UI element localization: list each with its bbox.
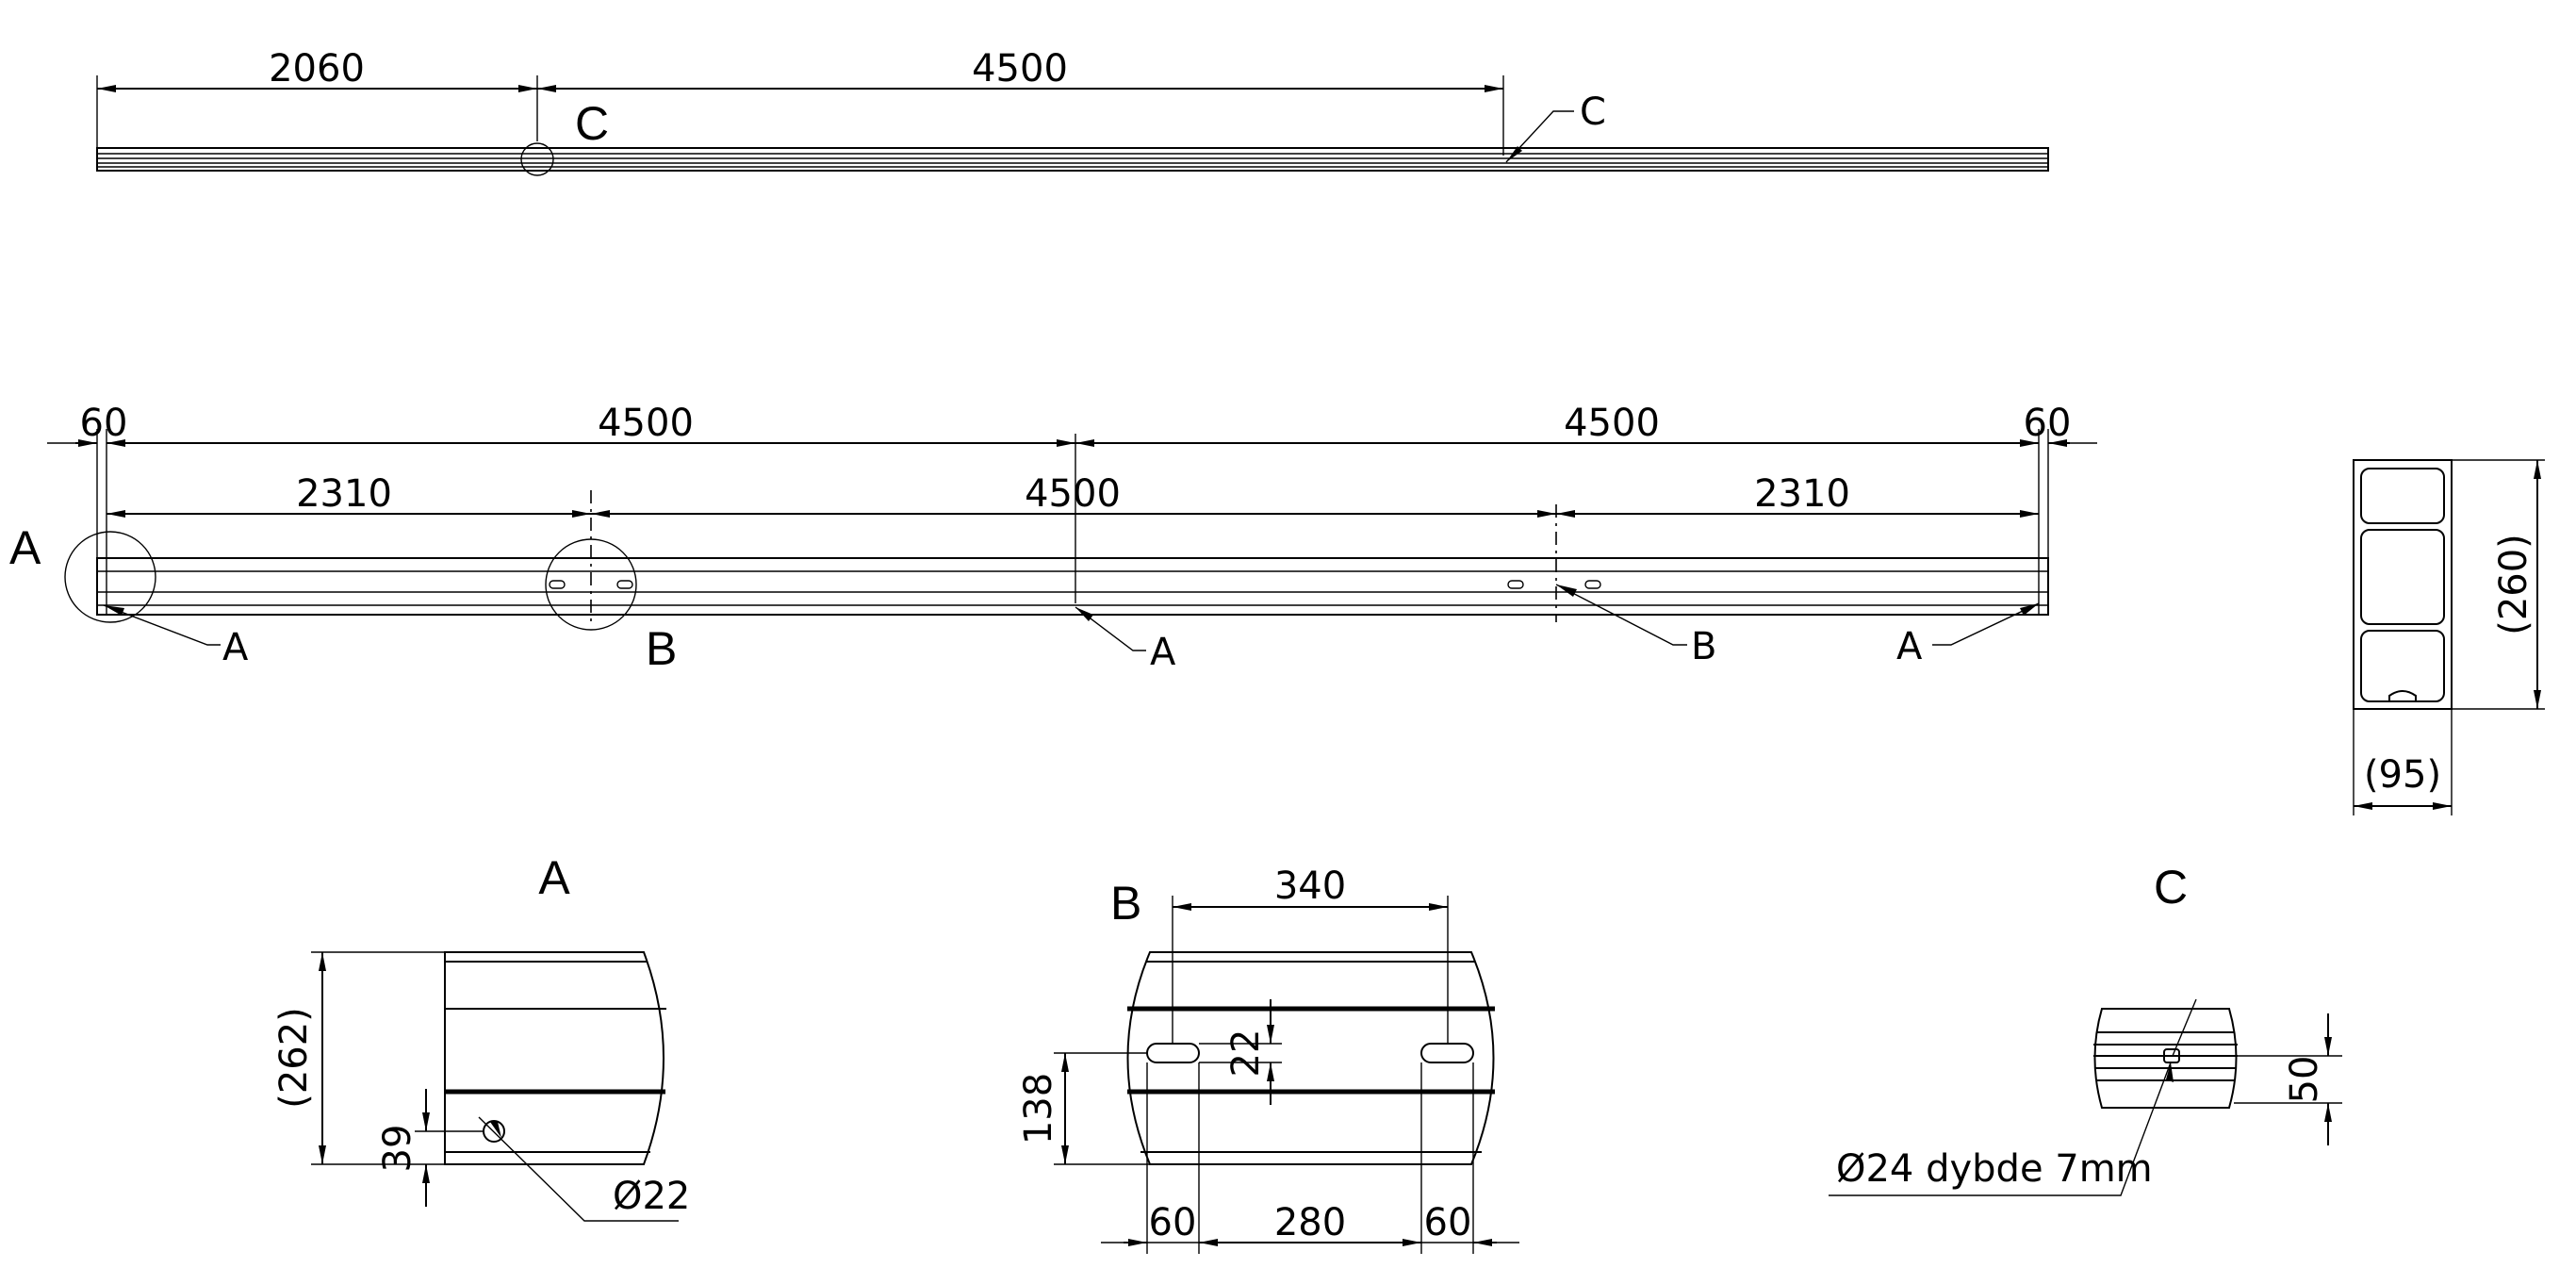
- section-view: (260) (95): [2353, 459, 2545, 815]
- front-leader-a3-label: A: [1896, 625, 1923, 668]
- front-slot-1: [549, 580, 566, 589]
- front-marker-b: B: [646, 622, 677, 675]
- front-dim-2310-left: 2310: [296, 472, 392, 516]
- front-slot-2: [616, 580, 633, 589]
- front-beam: [96, 557, 2049, 616]
- front-leader-a2: [1075, 606, 1146, 651]
- detail-b-slot-left: [1146, 1043, 1200, 1063]
- detail-c-note: Ø24 dybde 7mm: [1836, 1147, 2153, 1191]
- detail-a-hole-leader: [478, 1116, 679, 1222]
- detail-b-right: 60: [1424, 1201, 1472, 1244]
- front-leader-a3: [1932, 602, 2040, 646]
- front-dim-2310-right: 2310: [1754, 472, 1850, 516]
- detail-circle-c: [520, 142, 554, 176]
- detail-c-dim: 50: [2283, 1056, 2326, 1104]
- detail-b-offset: 138: [1017, 1073, 1060, 1144]
- section-width: (95): [2364, 753, 2441, 797]
- detail-a-title: A: [538, 851, 570, 904]
- detail-a-height: (262): [272, 1007, 316, 1109]
- front-dim-4500-mid: 4500: [1025, 472, 1121, 516]
- front-marker-a: A: [9, 521, 41, 574]
- top-leader-c: [1505, 110, 1574, 163]
- front-leader-a2-label: A: [1150, 631, 1176, 674]
- top-view: 2060 4500 C C: [96, 47, 2049, 176]
- detail-b-middle: 280: [1274, 1201, 1346, 1244]
- top-leader-c-label: C: [1580, 91, 1606, 134]
- detail-a-offset: 39: [376, 1125, 419, 1173]
- detail-c-leader: [1829, 1062, 2172, 1196]
- detail-a: A (262) 39 Ø22: [272, 851, 690, 1222]
- top-marker-c: C: [575, 97, 609, 150]
- front-dim-right-60: 60: [2024, 402, 2072, 445]
- detail-circle-a: [64, 531, 156, 623]
- top-dim-4500: 4500: [972, 47, 1068, 91]
- detail-b-left: 60: [1149, 1201, 1197, 1244]
- detail-c-hole: [2163, 1048, 2180, 1063]
- detail-b-top: 340: [1274, 865, 1346, 908]
- front-leader-a1-label: A: [222, 626, 249, 669]
- detail-b-slot-size: 22: [1224, 1029, 1268, 1078]
- front-slot-4: [1584, 580, 1601, 589]
- top-beam: [96, 147, 2049, 172]
- detail-c-title: C: [2154, 861, 2188, 914]
- front-leader-b: [1555, 584, 1687, 646]
- detail-b-slot-right: [1420, 1043, 1474, 1063]
- detail-b: B 340 22 138 6: [1017, 865, 1519, 1254]
- detail-b-title: B: [1110, 877, 1141, 930]
- front-leader-a1: [103, 604, 221, 646]
- front-dim-4500-left: 4500: [598, 402, 694, 445]
- detail-a-hole-label: Ø22: [613, 1175, 690, 1218]
- front-dim-4500-right: 4500: [1564, 402, 1660, 445]
- top-dim-2060: 2060: [269, 47, 365, 91]
- detail-c: C 50 Ø24 dybde 7mm: [1829, 861, 2342, 1196]
- front-view: 60 4500 4500 60 2310 4500 2310 A B A A B…: [9, 402, 2097, 675]
- front-slot-3: [1507, 580, 1524, 589]
- front-dim-left-60: 60: [80, 402, 128, 445]
- section-height: (260): [2492, 534, 2535, 635]
- front-leader-b-label: B: [1691, 625, 1716, 668]
- detail-circle-b: [545, 538, 637, 631]
